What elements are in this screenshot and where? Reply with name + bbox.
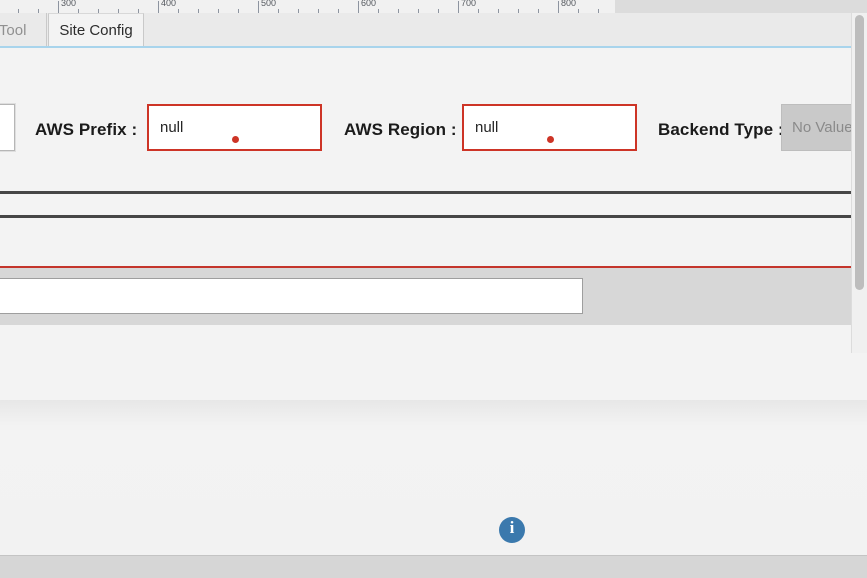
tab-tool[interactable]: y Tool: [0, 13, 47, 47]
vertical-scrollbar[interactable]: [851, 13, 867, 353]
info-badge-glyph: i: [509, 518, 515, 537]
section-divider-top: [0, 191, 867, 194]
aws-region-error-dot-icon: [547, 136, 554, 143]
backend-type-label: Backend Type :: [658, 120, 784, 139]
tab-site-config[interactable]: Site Config: [48, 13, 144, 47]
lower-content-panel: [0, 325, 867, 401]
ruler-major-tick: [58, 1, 59, 13]
ruler-minor-tick: [338, 9, 339, 13]
aws-prefix-input-value: null: [160, 119, 184, 136]
ruler-minor-tick: [298, 9, 299, 13]
partial-left-input[interactable]: [0, 104, 15, 151]
ruler-minor-tick: [178, 9, 179, 13]
ruler-minor-tick: [118, 9, 119, 13]
ruler-minor-tick: [418, 9, 419, 13]
aws-prefix-label: AWS Prefix :: [35, 120, 138, 139]
ruler-minor-tick: [478, 9, 479, 13]
ruler-major-tick: [358, 1, 359, 13]
tab-tool-label: y Tool: [0, 21, 27, 39]
ruler-minor-tick: [198, 9, 199, 13]
tab-site-config-label: Site Config: [59, 22, 133, 39]
ruler-label: 600: [361, 0, 377, 8]
ruler-minor-tick: [538, 9, 539, 13]
ruler-minor-tick: [278, 9, 279, 13]
section-divider-bottom: [0, 215, 867, 218]
ruler-label: 500: [261, 0, 277, 8]
aws-prefix-error-dot-icon: [232, 136, 239, 143]
aws-region-input[interactable]: null: [462, 104, 637, 151]
ruler-major-tick: [258, 1, 259, 13]
aws-prefix-input[interactable]: null: [147, 104, 322, 151]
ruler-minor-tick: [18, 9, 19, 13]
ruler-minor-tick: [38, 9, 39, 13]
ruler-label: 300: [61, 0, 77, 8]
config-form-row: AWS Prefix : null AWS Region : null Back…: [0, 104, 867, 162]
scrollbar-corner: [852, 0, 867, 13]
horizontal-ruler: 300 400 500 600 700 800: [0, 0, 867, 14]
tab-bar: y Tool Site Config: [0, 13, 867, 48]
base-status-strip: [0, 555, 867, 578]
ruler-minor-tick: [578, 9, 579, 13]
ruler-major-tick: [158, 1, 159, 13]
ruler-minor-tick: [318, 9, 319, 13]
ruler-minor-tick: [498, 9, 499, 13]
ruler-minor-tick: [78, 9, 79, 13]
ruler-inactive-region: [615, 0, 867, 13]
ruler-minor-tick: [518, 9, 519, 13]
secondary-text-input[interactable]: [0, 278, 583, 314]
tab-bar-empty-area: [145, 13, 867, 47]
ruler-minor-tick: [218, 9, 219, 13]
ruler-minor-tick: [98, 9, 99, 13]
aws-region-label: AWS Region :: [344, 120, 457, 139]
site-config-panel: AWS Prefix : null AWS Region : null Back…: [0, 48, 867, 578]
ruler-label: 800: [561, 0, 577, 8]
tab-active-underline: [0, 46, 867, 48]
ruler-minor-tick: [238, 9, 239, 13]
ruler-label: 400: [161, 0, 177, 8]
backend-type-placeholder: No Value: [792, 119, 853, 136]
aws-region-input-value: null: [475, 119, 499, 136]
secondary-toolbar: [0, 268, 867, 325]
validation-error-rule: [0, 266, 867, 268]
ruler-minor-tick: [598, 9, 599, 13]
info-badge-icon[interactable]: i: [499, 517, 525, 543]
ruler-major-tick: [558, 1, 559, 13]
vertical-scrollbar-thumb[interactable]: [855, 15, 864, 290]
base-workspace-area: [0, 400, 867, 578]
ruler-major-tick: [458, 1, 459, 13]
ruler-minor-tick: [438, 9, 439, 13]
ruler-minor-tick: [398, 9, 399, 13]
ruler-minor-tick: [138, 9, 139, 13]
ruler-minor-tick: [378, 9, 379, 13]
ruler-label: 700: [461, 0, 477, 8]
